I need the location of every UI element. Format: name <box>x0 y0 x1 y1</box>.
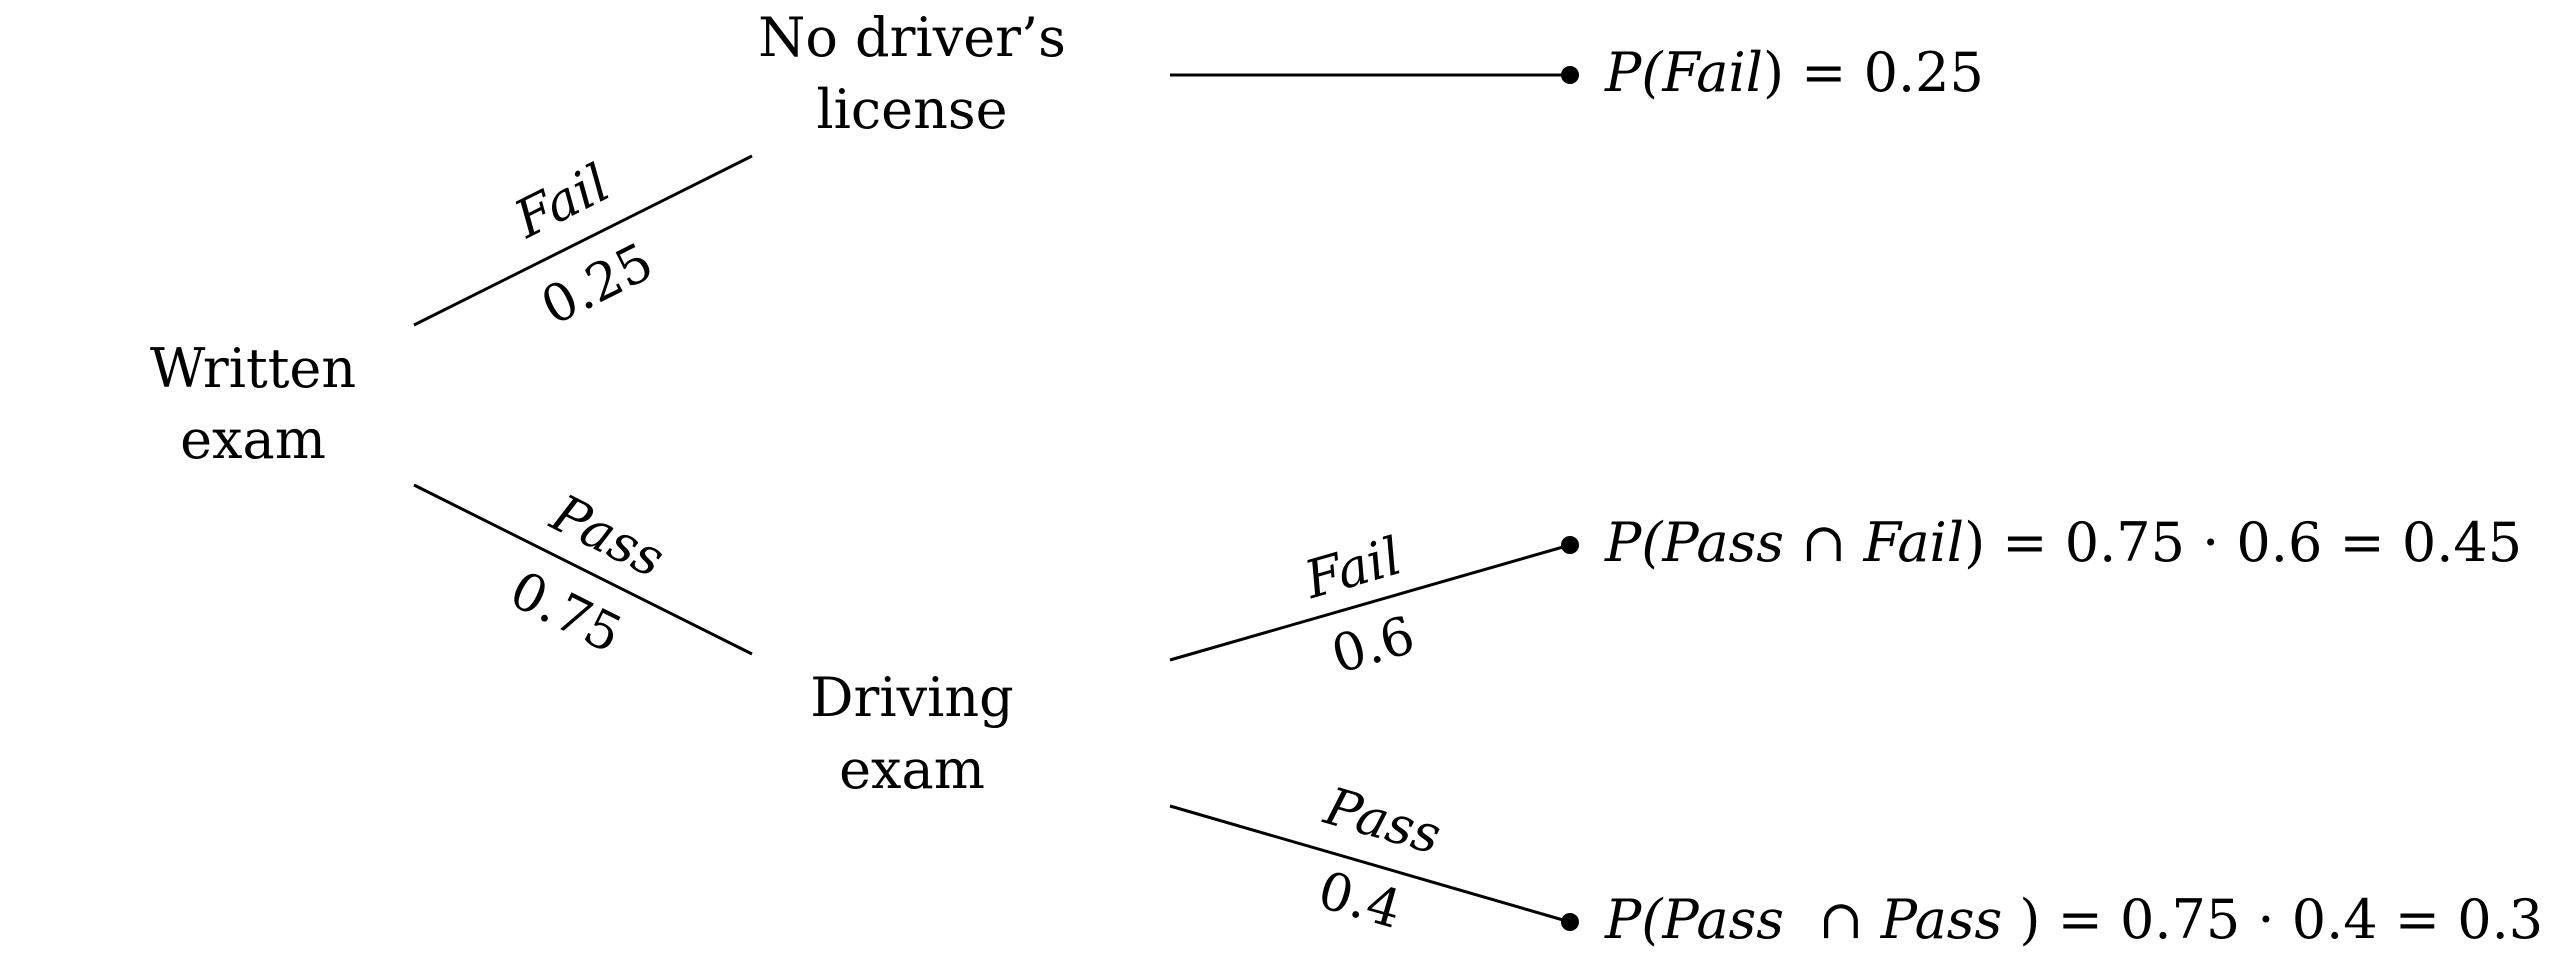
result-pass-fail-cap: ∩ <box>1784 511 1864 574</box>
branch-root-fail-prob-label: 0.25 <box>532 232 662 337</box>
result-dot-3 <box>1561 913 1579 931</box>
node-driving-exam-line1: Driving <box>810 666 1014 729</box>
branch-root-fail <box>413 154 753 327</box>
result-dot-2 <box>1561 536 1579 554</box>
branch-driving-fail-prob-label: 0.6 <box>1325 605 1421 685</box>
branch-root-pass-event-label: Pass <box>541 483 673 589</box>
node-written-exam-line1: Written <box>150 337 356 400</box>
result-pass-pass: P(Pass ∩ Pass ) = 0.75 · 0.4 = 0.3 <box>1604 888 2543 951</box>
result-pass-fail: P(Pass ∩ Fail) = 0.75 · 0.6 = 0.45 <box>1604 511 2522 574</box>
result-pass-pass-event2: Pass <box>1880 888 2003 951</box>
node-written-exam: Written exam <box>150 337 356 471</box>
result-pass-fail-value: ) = 0.75 · 0.6 = 0.45 <box>1964 511 2522 574</box>
result-pass-pass-event1: Pass <box>1661 888 1784 951</box>
result-pass-pass-value: ) = 0.75 · 0.4 = 0.3 <box>2002 888 2543 951</box>
branch-driving-fail <box>1169 543 1571 662</box>
node-no-drivers-license: No driver’s license <box>758 6 1066 141</box>
node-no-drivers-license-line1: No driver’s <box>758 6 1066 69</box>
result-pass-fail-p: P( <box>1604 511 1664 574</box>
branch-root-pass-prob-label: 0.75 <box>500 560 630 665</box>
branch-root-fail-event-label: Fail <box>505 153 619 250</box>
node-driving-exam-line2: exam <box>839 738 985 801</box>
node-no-drivers-license-line2: license <box>816 78 1007 141</box>
result-fail-event: Fail <box>1661 41 1763 104</box>
node-driving-exam: Driving exam <box>810 666 1014 801</box>
result-fail-p: P( <box>1604 41 1664 104</box>
branch-driving-fail-event-label: Fail <box>1298 526 1409 611</box>
branch-root-pass <box>413 483 753 656</box>
branch-driving-pass <box>1169 804 1571 924</box>
result-fail: P(Fail) = 0.25 <box>1604 41 1984 104</box>
result-fail-value: ) = 0.25 <box>1763 41 1984 104</box>
result-pass-pass-p: P( <box>1604 888 1664 951</box>
node-written-exam-line2: exam <box>180 408 326 471</box>
result-pass-fail-event1: Pass <box>1661 511 1784 574</box>
result-pass-pass-cap: ∩ <box>1784 888 1881 951</box>
result-pass-fail-event2: Fail <box>1863 511 1965 574</box>
result-dot-1 <box>1561 66 1579 84</box>
branch-driving-pass-prob-label: 0.4 <box>1312 860 1408 940</box>
